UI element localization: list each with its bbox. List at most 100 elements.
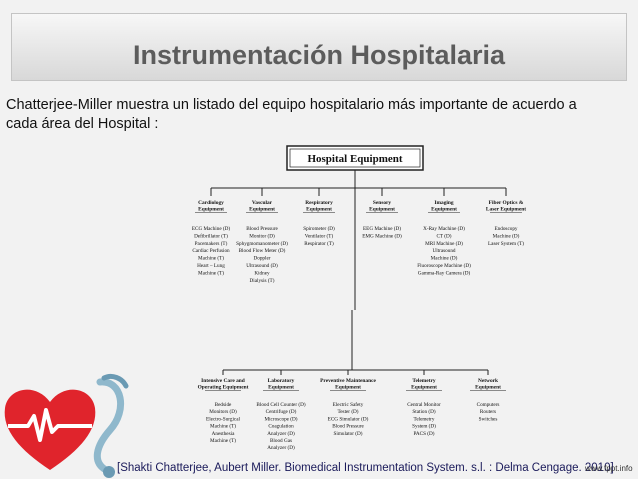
node-item-line: Blood Pressure <box>246 226 278 232</box>
node-title-line: Equipment <box>198 207 224 213</box>
node-item-line: ECG Machine (D) <box>192 225 231 232</box>
heart-stethoscope-icon <box>4 373 129 478</box>
node-title-line: Equipment <box>369 207 395 213</box>
node-item-line: Electric Safety <box>333 401 364 408</box>
node-item-line: Station (D) <box>412 408 435 415</box>
node-title-line: Equipment <box>335 385 361 391</box>
site-url: www.fppt.info <box>585 464 633 473</box>
node-title-line: Equipment <box>268 385 294 391</box>
node-title-line: Preventive Maintenance <box>320 378 376 384</box>
node-item-line: Monitors (D) <box>209 408 237 415</box>
node-item-line: Cardiac Perfusion <box>192 247 230 254</box>
node-item-line: Respirator (T) <box>304 240 334 247</box>
node-item-line: Dialysis (T) <box>250 277 275 284</box>
node-title-line: Laboratory <box>268 378 295 384</box>
node-title-line: Respiratory <box>305 200 333 206</box>
node-item-line: Doppler <box>254 256 271 262</box>
node-item-line: MRI Machine (D) <box>425 240 463 247</box>
reference-citation: [Shakti Chatterjee, Aubert Miller. Biome… <box>117 462 614 474</box>
node-title-line: Cardiology <box>198 200 224 206</box>
node-item-line: Blood Gas <box>270 438 292 444</box>
node-title-line: Intensive Care and <box>201 378 245 384</box>
node-item-line: Computers <box>477 402 500 408</box>
node-item-line: Machine (D) <box>431 255 458 262</box>
node-item-line: Switches <box>479 416 498 422</box>
node-item-line: Pacemakers (T) <box>195 240 228 247</box>
node-item-line: Machine (D) <box>493 232 520 239</box>
node-item-line: Bedside <box>215 402 232 408</box>
root-node-label: Hospital Equipment <box>307 153 402 165</box>
node-item-line: EMG Machine (D) <box>362 232 402 239</box>
node-item-line: Spirometer (D) <box>303 225 335 232</box>
node-title-line: Telemetry <box>412 378 435 384</box>
node-title-line: Equipment <box>306 207 332 213</box>
node-item-line: Analyzer (D) <box>267 430 295 437</box>
node-title-line: Operating Equipment <box>198 385 249 391</box>
node-title-line: Vascular <box>252 200 273 206</box>
bottom-row-node: Preventive MaintenanceEquipmentElectric … <box>320 378 376 437</box>
node-item-line: Machine (T) <box>210 437 236 444</box>
node-item-line: ECG Simulator (D) <box>328 415 369 422</box>
node-title-line: Equipment <box>249 207 275 213</box>
node-item-line: Electro-Surgical <box>206 416 240 422</box>
intro-text: Chatterjee-Miller muestra un listado del… <box>6 97 577 132</box>
node-item-line: Anesthesia <box>212 431 235 437</box>
node-item-line: Defibrillator (T) <box>194 232 228 239</box>
node-item-line: Ultrasound (D) <box>246 262 278 269</box>
node-item-line: Sphygmomanometer (D) <box>236 240 288 247</box>
node-item-line: Central Monitor <box>407 402 441 408</box>
node-item-line: Ultrasound <box>432 248 455 254</box>
node-item-line: Monitor (D) <box>249 232 275 239</box>
title-bar: Instrumentación Hospitalaria <box>11 13 627 81</box>
node-item-line: Blood Pressure <box>332 424 364 430</box>
page-title: Instrumentación Hospitalaria <box>132 40 506 70</box>
node-item-line: Kidney <box>254 270 270 276</box>
node-item-line: Routers <box>480 409 496 415</box>
node-item-line: Microscope (D) <box>265 415 298 422</box>
node-item-line: Machine (T) <box>198 269 224 276</box>
node-item-line: Telemetry <box>414 416 435 422</box>
node-item-line: Tester (D) <box>337 408 358 415</box>
node-item-line: Analyzer (D) <box>267 444 295 451</box>
node-item-line: Fluoroscope Machine (D) <box>417 262 471 269</box>
node-item-line: System (D) <box>412 423 436 430</box>
node-item-line: Endoscopy <box>494 226 517 232</box>
node-item-line: Heart – Lung <box>197 263 225 269</box>
node-title-line: Fiber Optics & <box>489 200 524 206</box>
node-item-line: Coagulation <box>268 424 294 430</box>
node-item-line: X-Ray Machine (D) <box>423 225 465 232</box>
node-item-line: Ventilator (T) <box>305 232 334 239</box>
node-title-line: Laser Equipment <box>486 207 526 213</box>
node-item-line: Machine (T) <box>198 255 224 262</box>
node-item-line: CT (D) <box>436 232 451 239</box>
top-row-node: Fiber Optics &Laser EquipmentEndoscopyMa… <box>486 200 526 247</box>
node-item-line: Blood Cell Counter (D) <box>256 401 305 408</box>
org-chart-connectors <box>210 170 507 375</box>
node-item-line: PACS (D) <box>414 430 435 437</box>
node-item-line: Laser System (T) <box>488 240 524 247</box>
node-item-line: Blood Flow Meter (D) <box>239 247 286 254</box>
node-title-line: Network <box>478 378 498 384</box>
node-title-line: Equipment <box>475 385 501 391</box>
node-item-line: Centrifuge (D) <box>266 408 297 415</box>
node-item-line: Simulator (D) <box>334 430 363 437</box>
node-title-line: Imaging <box>434 200 453 206</box>
node-title-line: Equipment <box>411 385 437 391</box>
node-item-line: Gamma-Ray Camera (D) <box>418 269 471 276</box>
node-title-line: Equipment <box>431 207 457 213</box>
node-item-line: EEG Machine (D) <box>363 225 401 232</box>
node-item-line: Machine (T) <box>210 423 236 430</box>
root-node: Hospital Equipment <box>286 145 424 171</box>
org-chart-nodes: Hospital EquipmentCardiologyEquipmentECG… <box>192 145 526 451</box>
node-title-line: Sensory <box>373 200 392 206</box>
